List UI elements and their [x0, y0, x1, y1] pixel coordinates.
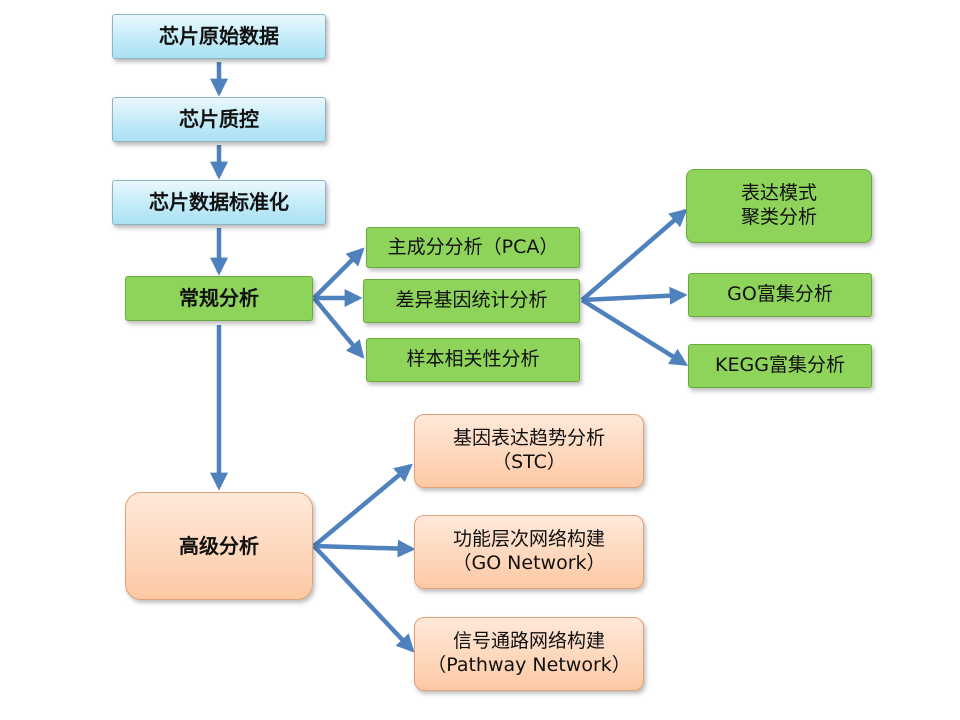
node-label-line1: 表达模式 [740, 182, 817, 205]
node-label: 主成分分析（PCA） [387, 235, 559, 258]
node-label-line1: 信号通路网络构建 [452, 630, 605, 653]
node-expression-clustering: 表达模式 聚类分析 [686, 169, 872, 243]
arrow-routine-to-corr [312, 296, 365, 359]
arrow-deg-to-cluster [580, 208, 688, 302]
arrow-advanced-to-gonet [313, 539, 416, 558]
node-go-network: 功能层次网络构建 （GO Network） [414, 515, 644, 589]
node-label-line2: （STC） [492, 451, 566, 473]
node-label: GO富集分析 [727, 283, 833, 306]
arrow-routine-to-pca [312, 247, 365, 300]
node-sample-correlation: 样本相关性分析 [366, 338, 580, 382]
node-label-line1: 功能层次网络构建 [452, 528, 605, 551]
node-label: 芯片原始数据 [159, 24, 279, 48]
node-pca: 主成分分析（PCA） [366, 227, 580, 268]
node-label-line2: （Pathway Network） [427, 654, 631, 676]
node-label: 常规分析 [179, 286, 259, 310]
node-label-line2: （GO Network） [452, 552, 606, 574]
node-pathway-network: 信号通路网络构建 （Pathway Network） [414, 617, 644, 691]
node-label: 差异基因统计分析 [395, 289, 548, 312]
node-raw-data: 芯片原始数据 [112, 14, 326, 59]
arrow-advanced-to-pathway [312, 544, 415, 653]
node-advanced-analysis: 高级分析 [125, 492, 313, 600]
node-go-enrichment: GO富集分析 [688, 273, 872, 317]
node-label-line2: 聚类分析 [740, 206, 817, 228]
arrow-advanced-to-stc [312, 463, 413, 548]
node-label: 高级分析 [179, 533, 259, 558]
arrow-deg-to-kegg [580, 298, 689, 366]
node-quality-control: 芯片质控 [112, 97, 326, 142]
arrow-deg-to-go [581, 286, 688, 305]
node-label: 芯片质控 [179, 107, 259, 131]
node-label: KEGG富集分析 [715, 354, 845, 377]
node-differential-genes: 差异基因统计分析 [363, 279, 580, 323]
node-label: 芯片数据标准化 [149, 190, 289, 214]
node-kegg-enrichment: KEGG富集分析 [688, 344, 872, 388]
node-normalization: 芯片数据标准化 [112, 180, 326, 225]
node-routine-analysis: 常规分析 [125, 276, 313, 321]
node-label-line1: 基因表达趋势分析 [452, 427, 605, 450]
node-stc: 基因表达趋势分析 （STC） [414, 414, 644, 488]
node-label: 样本相关性分析 [406, 348, 540, 371]
